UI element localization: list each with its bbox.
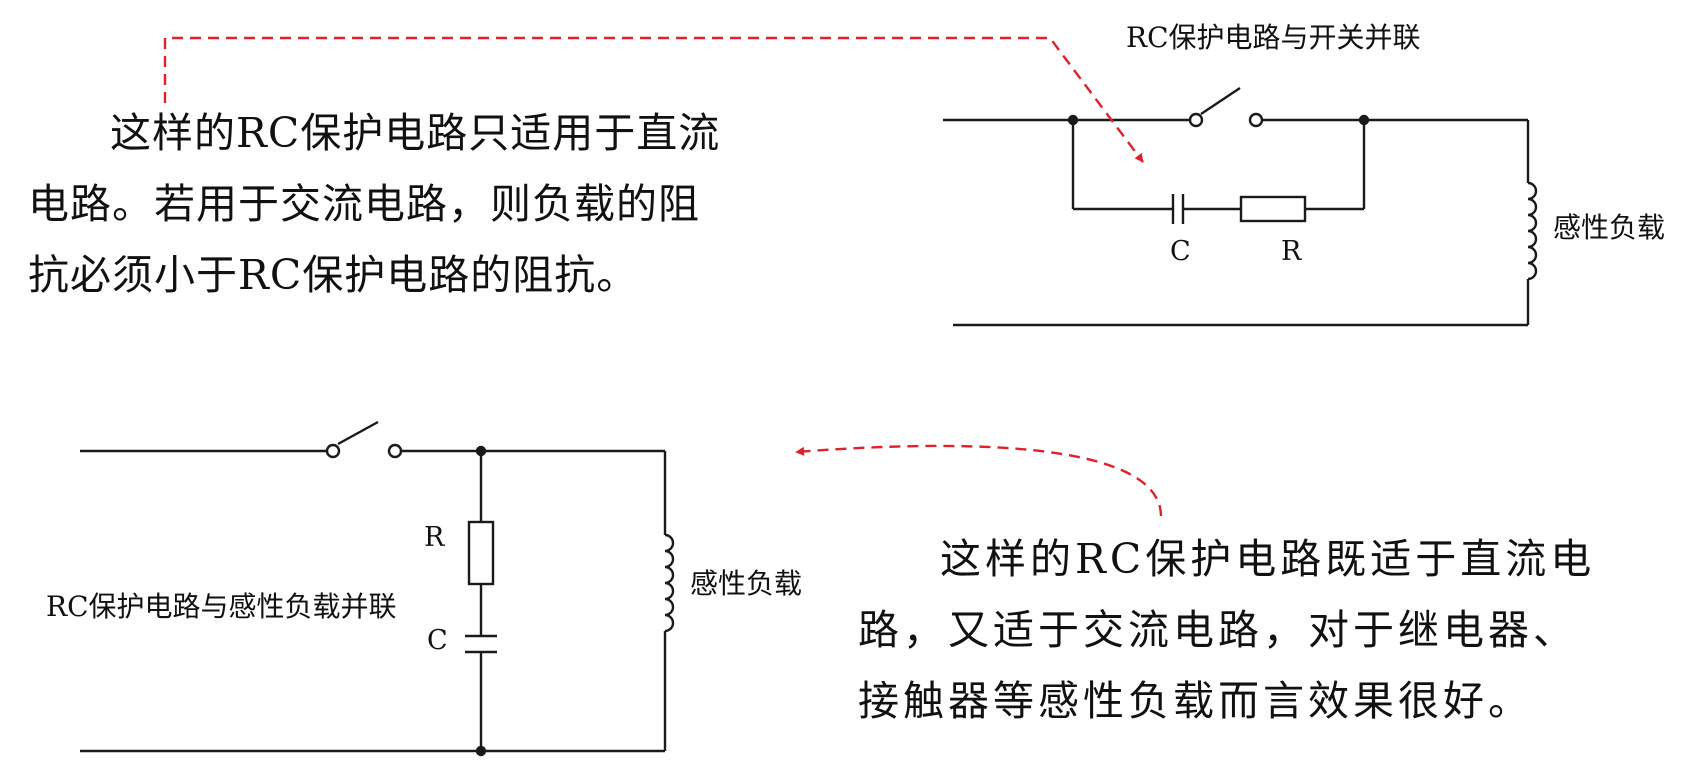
top-switch-blade	[1200, 87, 1241, 115]
bottom-pointer-arrow	[795, 444, 1163, 517]
bottom-switch-contact-left	[325, 443, 341, 459]
bottom-load-label: 感性负载	[690, 567, 803, 600]
top-circuit	[943, 87, 1538, 327]
top-diagram-caption: RC保护电路与开关并联	[1126, 21, 1421, 54]
top-load-inductor	[1527, 181, 1538, 281]
top-text-line-1: 这样的RC保护电路只适用于直流	[110, 109, 721, 157]
bottom-text-line-2: 路，又适于交流电路，对于继电器、	[858, 606, 1578, 654]
bottom-capacitor-label: C	[427, 625, 448, 656]
bottom-diagram-caption: RC保护电路与感性负载并联	[46, 590, 397, 623]
bottom-switch-blade	[337, 420, 379, 446]
top-resistor	[1239, 195, 1307, 223]
bottom-explanation-text: 这样的RC保护电路既适于直流电 路，又适于交流电路，对于继电器、 接触器等感性负…	[858, 524, 1595, 737]
bottom-text-line-1: 这样的RC保护电路既适于直流电	[940, 535, 1596, 583]
top-pointer-arrow	[163, 36, 1144, 163]
top-text-line-3: 抗必须小于RC保护电路的阻抗。	[28, 251, 639, 299]
top-load-label: 感性负载	[1553, 211, 1666, 244]
bottom-text-line-3: 接触器等感性负载而言效果很好。	[858, 677, 1533, 725]
top-text-line-2: 电路。若用于交流电路，则负载的阻	[28, 180, 700, 228]
bottom-switch-contact-right	[387, 443, 403, 459]
bottom-resistor	[467, 520, 495, 586]
bottom-circuit	[80, 420, 675, 757]
top-explanation-text: 这样的RC保护电路只适用于直流 电路。若用于交流电路，则负载的阻 抗必须小于RC…	[28, 98, 720, 311]
top-resistor-label: R	[1281, 236, 1302, 267]
top-capacitor-label: C	[1170, 236, 1191, 267]
top-switch-contact-right	[1248, 112, 1264, 128]
top-switch-contact-left	[1188, 112, 1204, 128]
bottom-load-inductor	[664, 533, 675, 633]
bottom-resistor-label: R	[424, 522, 445, 553]
